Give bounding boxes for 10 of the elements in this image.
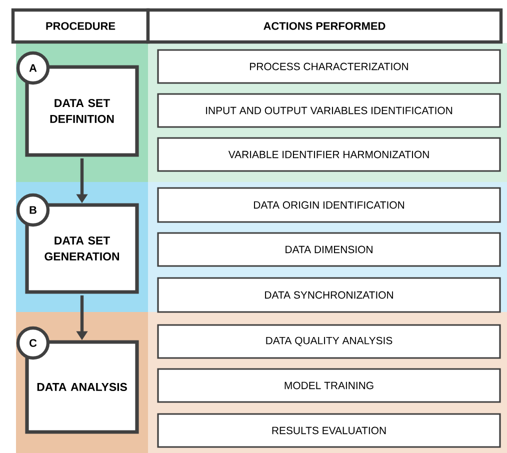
action-box: VARIABLE IDENTIFIER HARMONIZATION [157, 137, 501, 172]
action-box: RESULTS EVALUATION [157, 413, 501, 448]
action-box: DATA DIMENSION [157, 232, 501, 267]
action-box: MODEL TRAINING [157, 368, 501, 403]
action-box: DATA ORIGIN IDENTIFICATION [157, 187, 501, 223]
action-box: INPUT AND OUTPUT VARIABLES IDENTIFICATION [157, 93, 501, 128]
action-box: DATA SYNCHRONIZATION [157, 277, 501, 313]
header-cell: PROCEDURE [11, 8, 150, 44]
action-box: DATA QUALITY ANALYSIS [157, 324, 501, 359]
action-box: PROCESS CHARACTERIZATION [157, 49, 501, 84]
